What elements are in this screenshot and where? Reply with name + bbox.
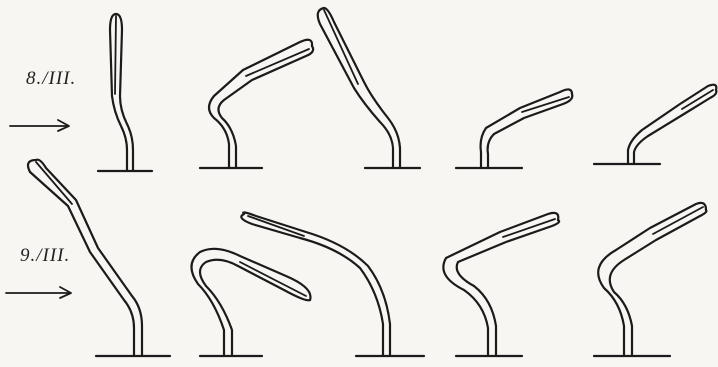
stamen-row2-stage3 <box>241 212 424 356</box>
stamen-row1-stage5 <box>594 85 716 164</box>
row-1-arrow <box>10 120 69 131</box>
stamen-row2-stage5 <box>594 203 706 356</box>
stamen-row2-stage2 <box>191 249 310 356</box>
stamen-row1-stage3 <box>318 8 420 168</box>
stamen-row1-stage1 <box>98 14 152 171</box>
stamen-row1-stage2 <box>200 40 313 168</box>
stamen-row2-stage1 <box>28 160 170 356</box>
stamen-row1-stage4 <box>456 89 572 168</box>
stamen-row2-stage4 <box>443 213 559 356</box>
row-2-arrow <box>6 287 71 298</box>
